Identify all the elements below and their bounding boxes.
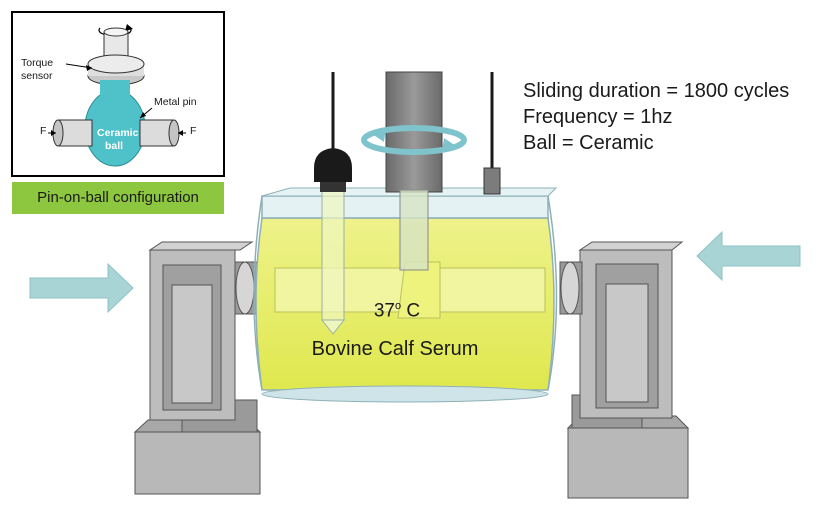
torque-sensor-label-line1: Torque [21,57,54,69]
force-left-label: F [40,125,47,137]
inset-pin-right [139,119,175,147]
temperature-label: 37o C [352,300,442,322]
drive-shaft [385,71,443,271]
left-load-arrow [29,262,134,314]
parameter-sliding-duration: Sliding duration = 1800 cycles [523,80,790,102]
metal-pin-label: Metal pin [154,96,197,108]
temperature-degree: o [395,300,402,312]
torque-sensor-label-line2: sensor [21,70,53,82]
temperature-probe [314,72,352,192]
test-parameters: Sliding duration = 1800 cycles Frequency… [523,78,789,156]
temperature-value: 37 [373,300,395,322]
right-load-arrow [696,230,801,282]
medium-label: Bovine Calf Serum [311,338,479,360]
sensor-rod [483,72,501,195]
ball-label-line2: ball [105,140,124,152]
pin-on-ball-inset [11,11,225,177]
parameter-frequency: Frequency = 1hz [523,106,673,128]
inset-caption: Pin-on-ball configuration [12,182,224,214]
parameter-ball: Ball = Ceramic [523,132,654,154]
rotation-arrow [361,125,467,155]
force-right-label: F [190,125,197,137]
right-fixture [559,241,690,499]
left-fixture [133,241,262,495]
inset-pin-left [57,119,93,147]
temperature-unit: C [401,300,421,322]
ball-label-line1: Ceramic [97,127,139,139]
